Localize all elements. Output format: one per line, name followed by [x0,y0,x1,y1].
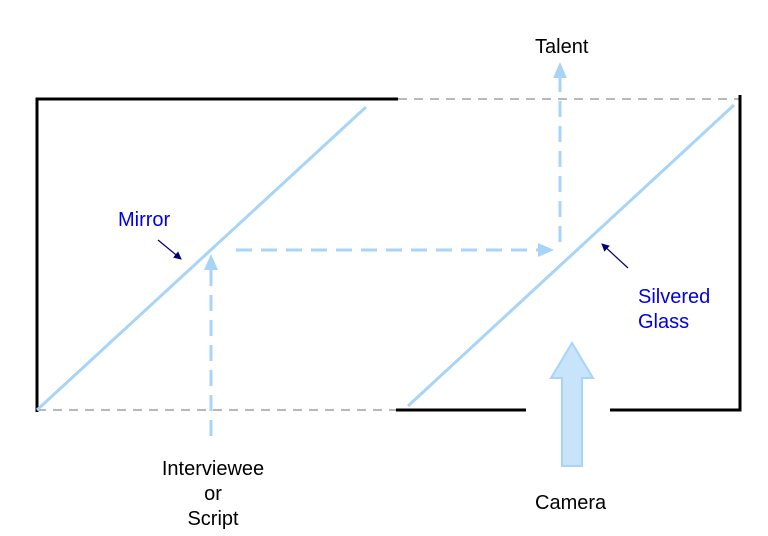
label-glass: Glass [638,311,690,333]
glass-pointer-arrow [601,243,629,269]
camera-arrow-icon [549,341,595,467]
label-talent: Talent [535,36,589,58]
label-script: Script [187,508,239,530]
path-arrowhead-right-glass [538,243,554,257]
right-box-frame [610,95,742,412]
label-interviewee: Interviewee [161,458,265,480]
mirror-pointer-arrow [157,239,182,260]
label-camera: Camera [535,492,607,514]
label-or: or [204,483,222,505]
label-silvered: Silvered [638,286,711,308]
silvered-glass [406,103,736,408]
left-box-frame [35,97,398,412]
path-arrowhead-up-talent [553,62,567,78]
path-arrowhead-up-mirror [204,254,218,270]
mirror [35,105,368,412]
label-mirror: Mirror [118,209,171,231]
